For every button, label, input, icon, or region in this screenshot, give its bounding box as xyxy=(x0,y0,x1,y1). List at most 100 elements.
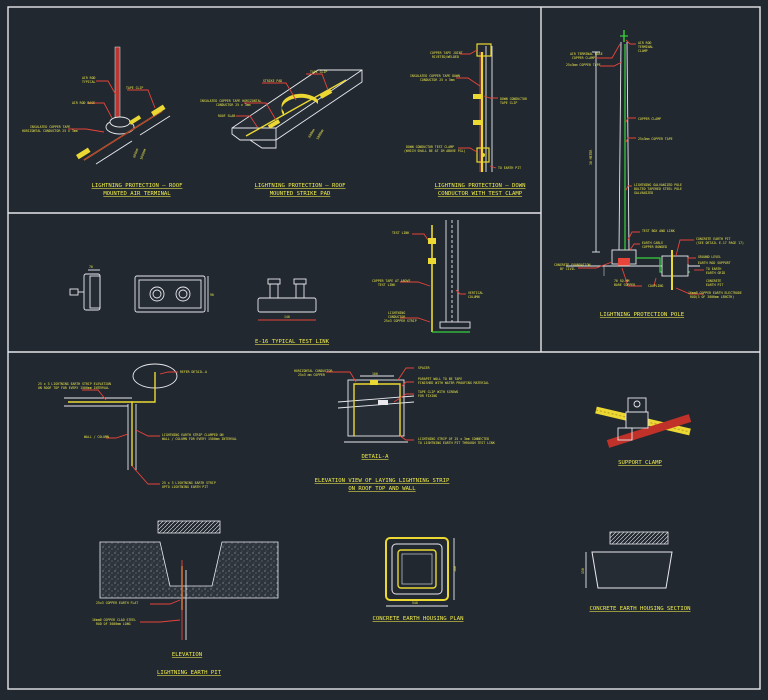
note-air-terminal-base-1: AIR TERMINAL BASE xyxy=(570,52,603,56)
caption-laying-strip-2: ON ROOF TOP AND WALL xyxy=(348,486,416,492)
note-pad-tape-2: CONDUCTOR 25 x 3mm xyxy=(216,103,251,107)
note-down-tape-1: INSULATED COPPER TAPE DOWN xyxy=(410,74,460,78)
note-strip-clamped-2: WALL / COLUMN FOR EVERY 1500mm INTERVAL xyxy=(162,437,237,441)
test-link-front-view xyxy=(134,275,209,313)
note-foundation-1: CONCRETE FOUNDATION xyxy=(554,263,591,267)
note-earth-electrode-1: 16mmØ COPPER EARTH ELECTRODE xyxy=(688,290,742,295)
note-tape-joint-1: COPPER TAPE JOINT xyxy=(430,51,463,55)
lightning-pole-leaders xyxy=(578,39,704,295)
test-link-top-view xyxy=(257,278,317,321)
note-copper-strip: 25x3 COPPER STRIP xyxy=(384,319,417,323)
note-conc-earth-pit-1: CONCRETE xyxy=(706,279,721,283)
note-air-rod-terminal-3: CLAMP xyxy=(638,49,648,53)
note-test-link: TEST LINK xyxy=(392,231,409,235)
note-earth-cable-1: EARTH CABLE xyxy=(642,241,663,245)
note-strip-clamped-1: LIGHTNING EARTH STRIP CLAMPED ON xyxy=(162,433,223,437)
caption-detail-a: DETAIL-A xyxy=(362,454,390,460)
strike-pad-drawing xyxy=(231,69,363,149)
note-down-clip-1: DOWN CONDUCTOR xyxy=(500,97,527,101)
roof-air-terminal-drawing xyxy=(76,46,171,165)
note-earth-cable-2: COPPER BONDED xyxy=(642,245,667,249)
note-clip-screws-1: TAPE CLIP WITH SCREWS xyxy=(418,390,458,394)
laying-strip-leaders xyxy=(82,371,178,485)
note-roof-slab: ROOF SLAB xyxy=(218,114,235,118)
caption-roof-terminal-2: MOUNTED AIR TERMINAL xyxy=(103,191,171,197)
note-couplings: COUPLING xyxy=(648,284,663,288)
note-insulated-tape-1: INSULATED COPPER TAPE xyxy=(30,125,70,129)
note-galvanized-pole-1: LIGHTNING GALVANIZED POLE xyxy=(634,183,682,187)
earth-pit-leaders xyxy=(140,599,181,623)
down-conductor-drawing xyxy=(473,43,493,172)
note-concrete-pit-2: (SEE DETAIL E-17 PAGE 17) xyxy=(696,241,744,245)
dim-test-link-side: 70 xyxy=(89,265,93,269)
note-earth-rod-support: EARTH ROD SUPPORT xyxy=(698,261,731,265)
note-vertical-column-2: COLUMN xyxy=(468,295,480,299)
note-strip-elevation-2: ON ROOF TOP FOR EVERY 1500mm INTERVAL xyxy=(38,386,109,390)
dim-housing-section: 150 xyxy=(581,568,585,574)
note-air-rod-1: AIR ROD xyxy=(82,76,96,80)
test-link-column-view xyxy=(428,220,471,333)
note-tape-above-1: COPPER TAPE AT ABOVE xyxy=(372,279,410,283)
note-earth-grid-2: EARTH GRID xyxy=(706,271,725,275)
strike-pad-leaders xyxy=(236,73,329,129)
note-copper-clad-rod-1: 16mmØ COPPER CLAD STEEL xyxy=(92,617,136,622)
note-bare-copper-1: 70 SQ.MM xyxy=(614,279,629,283)
caption-housing-plan: CONCRETE EARTH HOUSING PLAN xyxy=(373,616,464,622)
note-refer-detail-a: REFER DETAIL-A xyxy=(180,370,207,374)
note-strip-to-pit-1: 25 x 3 LIGHTNING EARTH STRIP xyxy=(162,481,216,485)
roof-air-terminal-leaders xyxy=(68,80,156,133)
caption-housing-section: CONCRETE EARTH HOUSING SECTION xyxy=(589,606,690,612)
housing-plan-drawing xyxy=(385,537,455,607)
note-tape-clip: TAPE CLIP xyxy=(126,86,143,90)
test-link-column-leaders xyxy=(400,233,466,323)
support-clamp-drawing xyxy=(595,397,692,448)
caption-strike-pad-1: LIGHTNING PROTECTION – ROOF xyxy=(255,183,347,189)
dim-pad-2: 1000mm xyxy=(315,128,324,140)
caption-down-conductor-2: CONDUCTOR WITH TEST CLAMP xyxy=(438,191,523,197)
caption-pole: LIGHTNING PROTECTION POLE xyxy=(600,312,685,318)
note-horizontal-conductor-1: HORIZONTAL CONDUCTOR xyxy=(294,369,332,373)
dim-pad-1: 600mm xyxy=(307,128,315,138)
note-pad-tape-clip: TAPE CLIP xyxy=(310,70,327,74)
dim-test-link-front: 90 xyxy=(210,293,214,297)
caption-strike-pad-2: MOUNTED STRIKE PAD xyxy=(270,191,331,197)
sheet-frame xyxy=(7,6,761,690)
dim-roof-2: 1000mm xyxy=(139,148,147,160)
housing-section-drawing xyxy=(585,531,673,589)
note-strip-elevation-1: 25 x 3 LIGHTNING EARTH STRIP ELEVATION xyxy=(38,382,111,386)
note-parapet-1: PARAPET WALL TO BE TAPE xyxy=(418,377,462,381)
note-vertical-column-1: VERTICAL xyxy=(468,291,483,295)
dim-housing-plan-h: 580 xyxy=(453,566,457,572)
note-tape-joint-2: RIVETED/WELDED xyxy=(432,55,459,59)
caption-elevation: ELEVATION xyxy=(172,652,202,658)
dim-housing-plan-w: 540 xyxy=(412,601,418,605)
note-to-earth-pit: TO EARTH PIT xyxy=(498,166,521,170)
dim-test-link-top: 140 xyxy=(284,315,290,319)
down-conductor-leaders xyxy=(456,49,498,169)
note-ground-level: GROUND LEVEL xyxy=(698,255,721,259)
note-air-rod-base: AIR ROD BASE xyxy=(72,101,95,105)
note-pad-tape-1: INSULATED COPPER TAPE HORIZONTAL xyxy=(200,99,261,103)
note-insulated-tape-2: HORIZONTAL CONDUCTOR 25 x 3mm xyxy=(22,129,78,133)
caption-support-clamp: SUPPORT CLAMP xyxy=(618,460,662,466)
laying-strip-drawing xyxy=(64,363,178,470)
earth-pit-drawing xyxy=(99,520,279,640)
lightning-pole-drawing xyxy=(566,30,700,290)
note-wall-column: WALL / COLUMN xyxy=(84,435,109,439)
test-link-side-view xyxy=(69,269,101,311)
caption-test-link: E-16 TYPICAL TEST LINK xyxy=(255,339,330,345)
caption-earth-pit: LIGHTNING EARTH PIT xyxy=(157,670,222,676)
note-test-box: TEST BOX AND LINK xyxy=(642,229,675,233)
detail-a-leaders xyxy=(326,367,414,441)
note-earth-electrode-2: ROD(3 OF 3000mm LENGTH) xyxy=(690,295,734,299)
note-galvanized-pole-2: BOLTED TAPERED STEEL POLE xyxy=(634,187,682,191)
note-copper-tape-pole: 25x3mm COPPER TAPE xyxy=(638,137,673,141)
note-lightning-conductor-2: CONDUCTOR xyxy=(388,315,405,319)
note-clip-screws-2: FOR FIXING xyxy=(418,394,437,398)
dim-detail-a: 100 xyxy=(372,372,378,376)
dim-roof-1: 600mm xyxy=(132,148,139,158)
note-copper-clamp: COPPER CLAMP xyxy=(638,117,661,121)
note-horizontal-conductor-2: 25x3 mm COPPER xyxy=(298,373,325,377)
note-down-tape-2: CONDUCTOR 25 x 3mm xyxy=(420,78,455,82)
